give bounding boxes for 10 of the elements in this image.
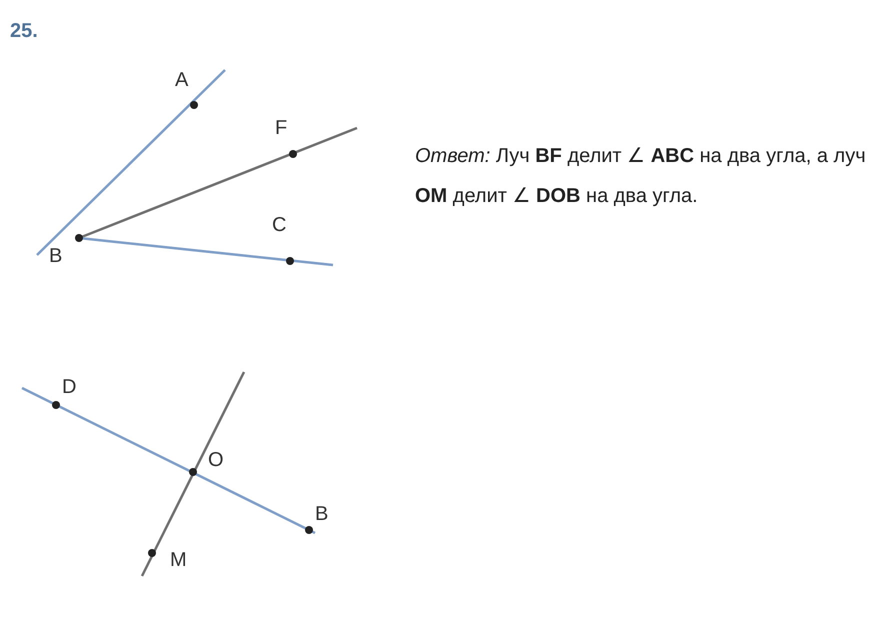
point-label: F bbox=[275, 118, 288, 138]
point-label: A bbox=[175, 70, 188, 90]
point-label: C bbox=[272, 215, 286, 235]
problem-number: 25. bbox=[10, 20, 38, 43]
point-label: B bbox=[49, 246, 62, 266]
point-label: O bbox=[208, 450, 224, 470]
point-label: M bbox=[170, 550, 187, 570]
point-label: D bbox=[62, 377, 76, 397]
answer-text: Ответ: Луч BF делит ∠ ABC на два угла, а луч OM делит ∠ DOB на два угла. bbox=[415, 144, 867, 209]
point-label: B bbox=[315, 504, 328, 524]
